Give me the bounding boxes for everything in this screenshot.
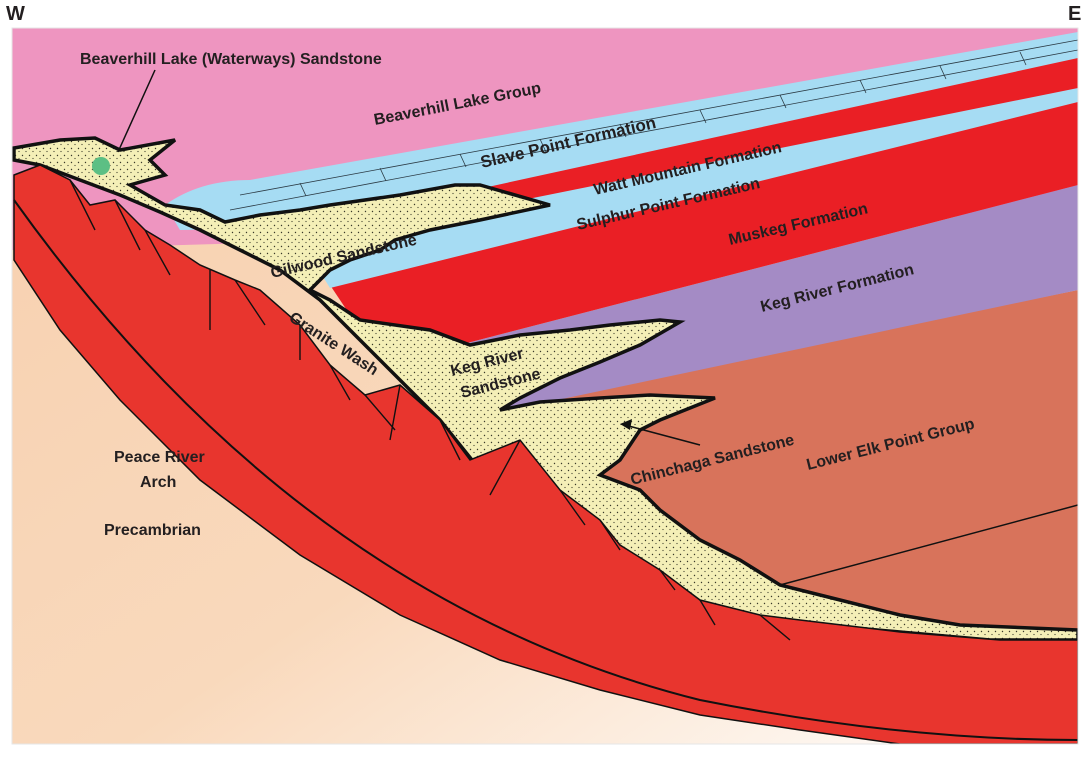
sandstone-wedge xyxy=(12,136,1078,642)
sulphur-point-unit xyxy=(300,85,1078,288)
chinchaga-arrowhead xyxy=(620,419,632,430)
muskeg-formation-unit xyxy=(330,100,1078,350)
label-precambrian: Precambrian xyxy=(104,522,201,539)
lower-elk-point-unit xyxy=(510,290,1078,630)
diagram-frame xyxy=(11,27,1079,745)
east-label: E xyxy=(1068,3,1081,25)
wellsite-marker xyxy=(92,157,110,175)
west-label: W xyxy=(6,3,25,25)
fault-ticks xyxy=(69,179,791,641)
slave-point-unit xyxy=(165,32,1078,230)
arch-outline xyxy=(13,199,1078,741)
basement-wedge xyxy=(13,164,1078,744)
beaverhill-sandstone-leader xyxy=(117,69,156,153)
chinchaga-leader xyxy=(624,424,701,446)
label-beaverhill-sandstone: Beaverhill Lake (Waterways) Sandstone xyxy=(80,51,382,68)
label-peace-river-1: Peace River xyxy=(114,449,205,466)
slave-point-brick-pattern xyxy=(229,39,1078,211)
elk-point-contact xyxy=(779,504,1078,586)
label-peace-river-2: Arch xyxy=(140,474,176,491)
